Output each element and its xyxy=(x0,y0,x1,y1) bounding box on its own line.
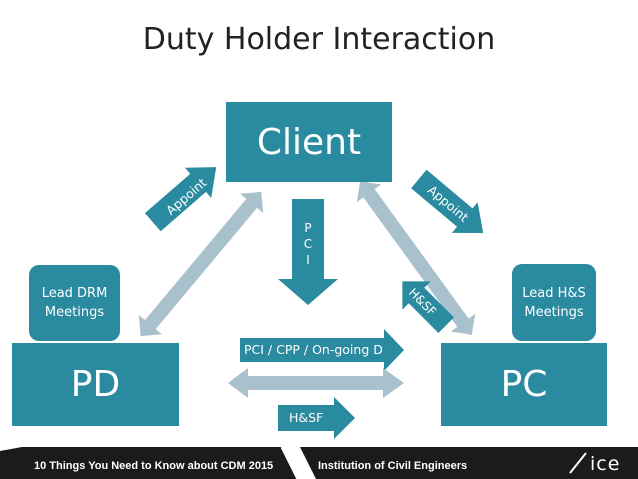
pci-vertical-label: P C I xyxy=(302,220,314,268)
lead-hs-line1: Lead H&S xyxy=(522,285,586,301)
pc-box: PC xyxy=(441,343,607,426)
pci-down-arrow xyxy=(278,199,338,305)
footer-left-text: 10 Things You Need to Know about CDM 201… xyxy=(34,460,274,472)
pd-pc-double-arrow xyxy=(228,368,404,398)
footer-background xyxy=(0,447,638,479)
ice-logo: ice xyxy=(590,453,621,475)
lead-hs-box: Lead H&S Meetings xyxy=(512,264,596,341)
page-title: Duty Holder Interaction xyxy=(142,22,496,57)
pd-box: PD xyxy=(12,343,179,426)
footer-right-text: Institution of Civil Engineers xyxy=(318,460,468,472)
appoint-left-arrow xyxy=(144,167,217,232)
appoint-right-arrow xyxy=(411,169,484,233)
lead-drm-box: Lead DRM Meetings xyxy=(29,265,120,341)
footer-bar: 10 Things You Need to Know about CDM 201… xyxy=(0,447,638,479)
client-pc-double-arrow xyxy=(356,181,476,335)
pci-letter-p: P xyxy=(304,221,312,235)
pci-letter-i: I xyxy=(306,253,310,267)
hsf-bottom-label: H&SF xyxy=(289,410,324,425)
client-pd-double-arrow xyxy=(138,191,264,337)
lead-hs-line2: Meetings xyxy=(524,304,584,320)
lead-drm-line2: Meetings xyxy=(44,305,105,320)
pci-cpp-label: PCI / CPP / On-going D xyxy=(244,342,383,357)
pci-letter-c: C xyxy=(303,237,313,251)
pci-cpp-arrow xyxy=(240,329,404,371)
hsf-diagonal-arrow xyxy=(402,281,454,333)
lead-drm-line1: Lead DRM xyxy=(41,286,108,301)
hsf-bottom-arrow xyxy=(278,397,355,439)
client-box: Client xyxy=(226,102,392,182)
